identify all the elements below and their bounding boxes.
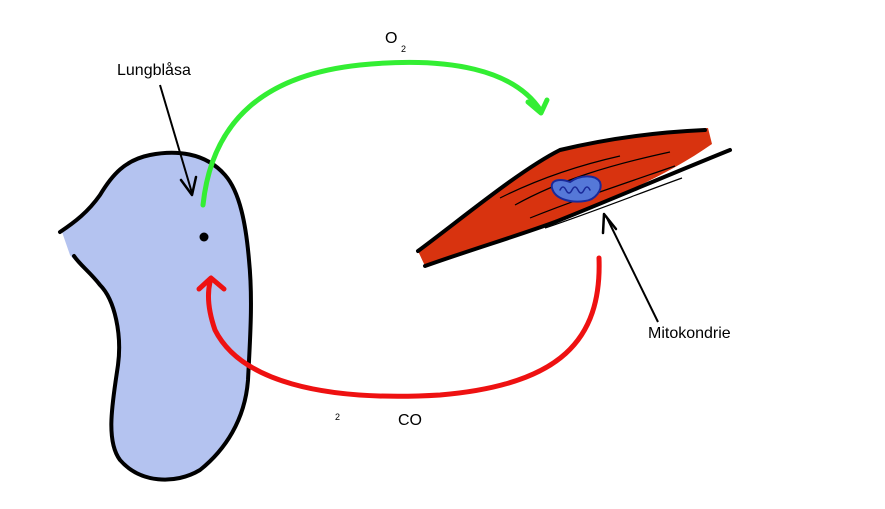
mitochondrion-label: Mitokondrie bbox=[648, 325, 731, 342]
oxygen-label: O bbox=[385, 30, 398, 47]
carbon-dioxide-subscript: 2 bbox=[335, 412, 341, 422]
carbon-dioxide-arrow bbox=[196, 255, 602, 399]
alveolus-outline bbox=[58, 150, 253, 482]
alveolus-pointer-arrow bbox=[159, 84, 198, 197]
oxygen-subscript: 2 bbox=[401, 44, 407, 54]
alveolus-shape bbox=[62, 152, 251, 480]
alveolus-label: Lungblåsa bbox=[117, 62, 191, 79]
carbon-dioxide-label: CO bbox=[398, 412, 422, 429]
oxygen-arrow bbox=[200, 59, 550, 208]
mitochondrion bbox=[550, 175, 602, 203]
alveolus-dot bbox=[199, 232, 209, 242]
mitochondrion-pointer-arrow bbox=[601, 212, 659, 323]
